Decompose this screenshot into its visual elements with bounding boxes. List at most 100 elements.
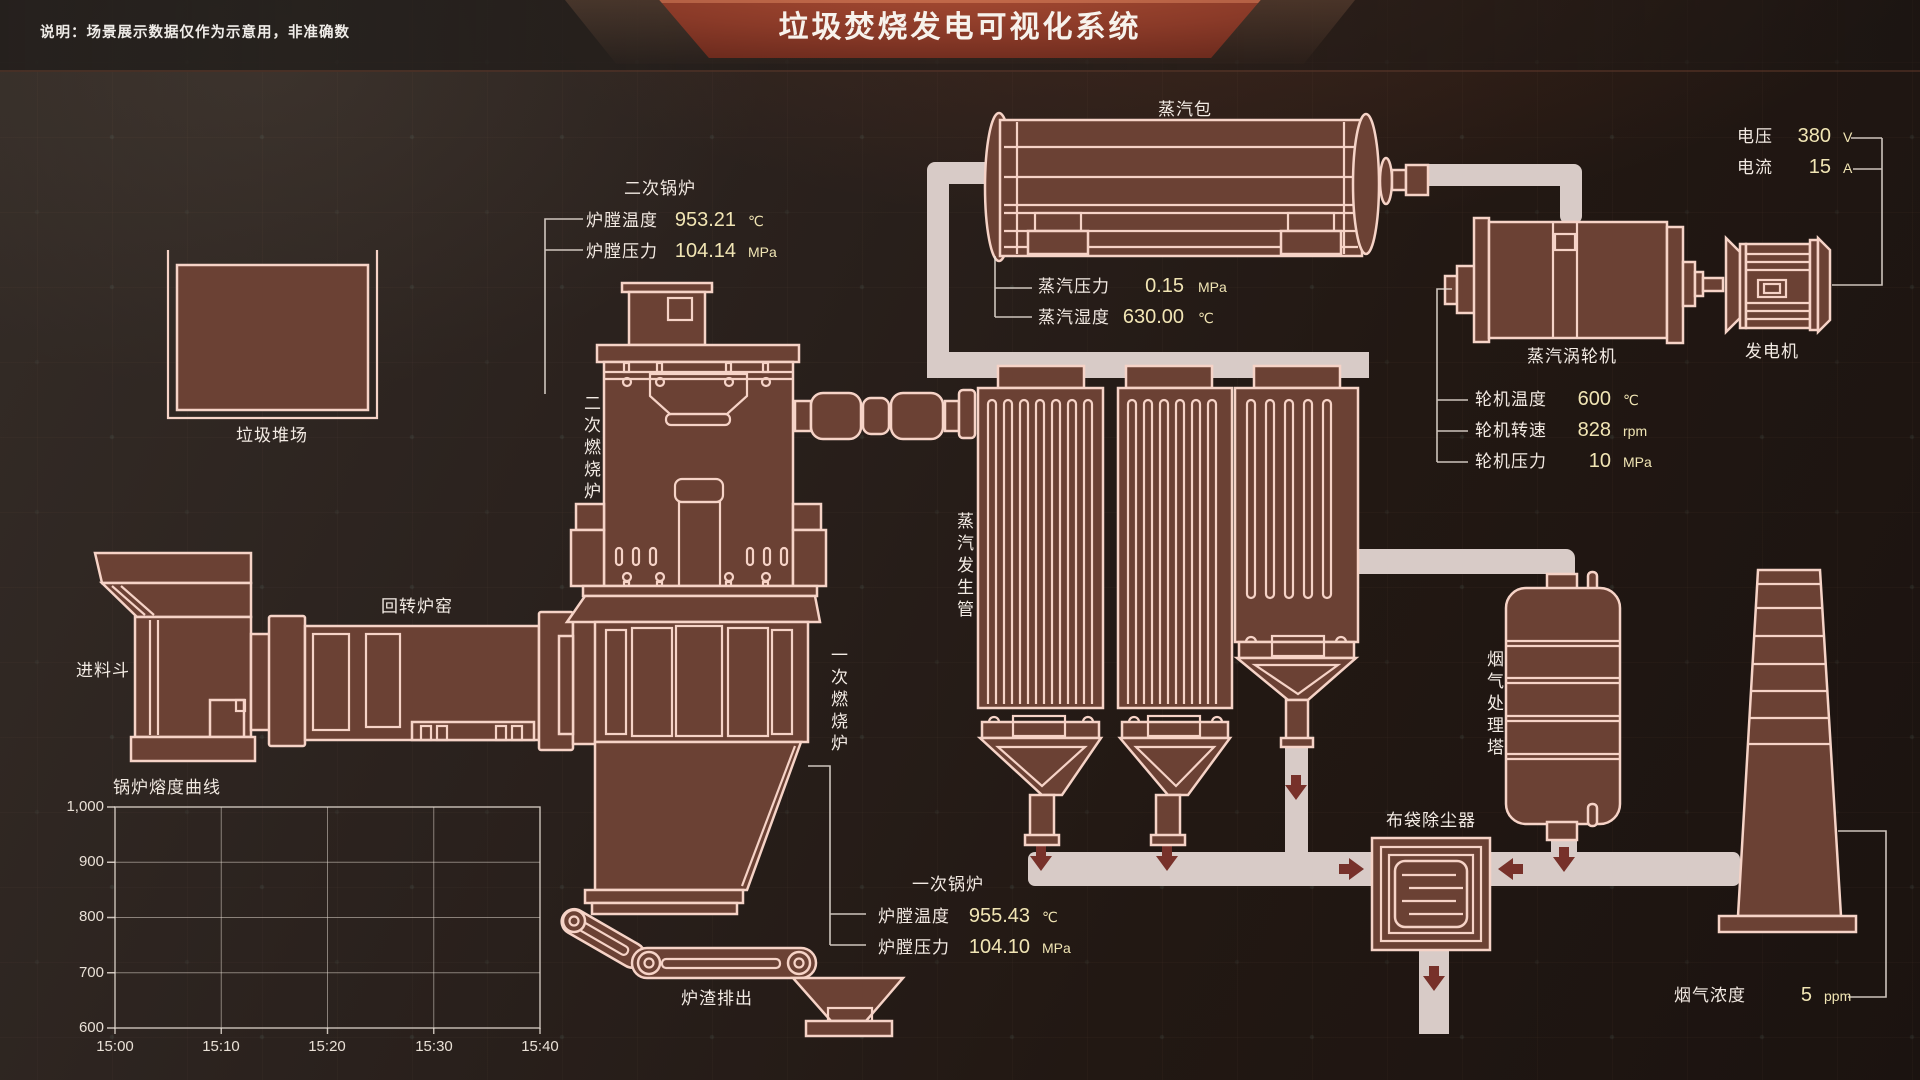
down-arrow-icon	[1030, 846, 1052, 871]
readout-unit: rpm	[1623, 423, 1648, 439]
steam-drum-drawing	[983, 111, 1430, 263]
readout-row: 炉膛压力 104.14 MPa	[586, 237, 777, 268]
readout-label: 轮机转速	[1475, 421, 1547, 440]
bag-filter-label: 布袋除尘器	[1386, 811, 1476, 830]
readout-value: 380	[1797, 125, 1831, 147]
readout-value: 15	[1808, 156, 1831, 178]
left-arrow-icon	[1498, 858, 1523, 880]
x-axis-tick: 15:40	[521, 1038, 559, 1055]
readout-unit: MPa	[1198, 279, 1227, 295]
x-axis-tick: 15:00	[96, 1038, 134, 1055]
y-axis-tick: 900	[78, 853, 104, 870]
secondary-furnace-label: 二次燃烧炉	[581, 394, 600, 504]
readout-label: 炉膛压力	[586, 242, 658, 261]
readout-label: 炉膛压力	[878, 938, 950, 957]
flue-gas-readout: 烟气浓度 5 ppm	[1674, 981, 1851, 1012]
slag-conveyor-drawing	[560, 907, 906, 1038]
readout-title: 一次锅炉	[912, 875, 984, 894]
power-readout: 电压 380 V 电流 15 A	[1737, 122, 1852, 184]
readout-label: 轮机温度	[1475, 390, 1547, 409]
waste-yard-label: 垃圾堆场	[236, 426, 308, 445]
readout-value: 953.21	[674, 209, 736, 231]
readout-unit: V	[1843, 129, 1853, 145]
readout-row: 轮机温度 600 ℃	[1475, 385, 1652, 416]
x-axis-tick: 15:10	[202, 1038, 240, 1055]
readout-value: 104.14	[674, 240, 736, 262]
readout-unit: ℃	[748, 213, 764, 229]
readout-label: 电流	[1737, 158, 1773, 177]
readout-value: 104.10	[968, 936, 1030, 958]
readout-row: 轮机压力 10 MPa	[1475, 447, 1652, 478]
readout-label: 炉膛温度	[586, 211, 658, 230]
readout-row: 蒸汽湿度 630.00 ℃	[1038, 303, 1227, 334]
readout-label: 电压	[1737, 127, 1773, 146]
feed-hopper-label: 进料斗	[76, 661, 130, 680]
readout-title: 二次锅炉	[624, 179, 696, 198]
readout-unit: MPa	[1623, 454, 1652, 470]
page-title: 垃圾焚烧发电可视化系统	[778, 11, 1142, 44]
readout-value: 600	[1577, 388, 1611, 410]
turbine-readout: 轮机温度 600 ℃ 轮机转速 828 rpm 轮机压力 10 MPa	[1475, 385, 1652, 478]
steam-tubes-drawing	[976, 364, 1360, 847]
readout-unit: MPa	[748, 244, 777, 260]
y-axis-tick: 600	[78, 1019, 104, 1036]
readout-unit: A	[1843, 160, 1853, 176]
down-arrow-icon	[1156, 846, 1178, 871]
waste-yard-drawing	[166, 250, 379, 420]
bellows-duct-drawing	[793, 388, 977, 441]
y-axis-tick: 800	[78, 908, 104, 925]
generator-label: 发电机	[1745, 342, 1799, 361]
gas-tower-label: 烟气处理塔	[1484, 650, 1503, 760]
disclaimer-note: 说明：场景展示数据仅作为示意用，非准确数	[40, 25, 350, 41]
readout-row: 电压 380 V	[1737, 122, 1852, 153]
readout-value: 828	[1577, 419, 1611, 441]
readout-label: 蒸汽湿度	[1038, 308, 1110, 327]
down-arrow-icon	[1553, 847, 1575, 872]
rotary-kiln-label: 回转炉窑	[381, 597, 453, 616]
readout-label: 烟气浓度	[1674, 986, 1746, 1005]
readout-row: 电流 15 A	[1737, 153, 1852, 184]
gas-tower-drawing	[1504, 570, 1622, 842]
readout-label: 轮机压力	[1475, 452, 1547, 471]
readout-label: 炉膛温度	[878, 907, 950, 926]
steam-drum-label: 蒸汽包	[1158, 100, 1212, 119]
readout-unit: ℃	[1042, 909, 1058, 925]
readout-unit: MPa	[1042, 940, 1071, 956]
readout-row: 蒸汽压力 0.15 MPa	[1038, 272, 1227, 303]
secondary-boiler-readout: 二次锅炉 炉膛温度 953.21 ℃ 炉膛压力 104.14 MPa	[586, 174, 777, 268]
x-axis-tick: 15:30	[415, 1038, 453, 1055]
readout-unit: ℃	[1623, 392, 1639, 408]
right-arrow-icon	[1339, 858, 1364, 880]
readout-row: 炉膛温度 955.43 ℃	[878, 902, 1071, 933]
readout-row: 炉膛压力 104.10 MPa	[878, 933, 1071, 964]
readout-value: 630.00	[1122, 306, 1184, 328]
chimney-drawing	[1717, 568, 1858, 934]
steam-drum-readout: 蒸汽压力 0.15 MPa 蒸汽湿度 630.00 ℃	[1038, 272, 1227, 334]
turbine-label: 蒸汽涡轮机	[1527, 347, 1617, 366]
primary-furnace-drawing	[557, 594, 822, 916]
primary-boiler-readout: 一次锅炉 炉膛温度 955.43 ℃ 炉膛压力 104.10 MPa	[878, 870, 1071, 964]
y-axis-tick: 700	[78, 964, 104, 981]
readout-unit: ppm	[1824, 988, 1852, 1004]
secondary-furnace-drawing	[569, 281, 828, 598]
feed-hopper-drawing	[93, 551, 257, 763]
readout-value: 5	[1800, 984, 1812, 1006]
bag-filter-drawing	[1370, 836, 1492, 952]
flow-arrows	[1030, 775, 1575, 991]
generator-drawing	[1724, 234, 1832, 336]
down-arrow-icon	[1423, 966, 1445, 991]
chart-title: 锅炉熔度曲线	[113, 778, 221, 797]
readout-unit: ℃	[1198, 310, 1214, 326]
turbine-drawing	[1443, 216, 1725, 345]
primary-furnace-label: 一次燃烧炉	[828, 646, 847, 756]
readout-label: 蒸汽压力	[1038, 277, 1110, 296]
chart-grid	[107, 806, 541, 1034]
readout-row: 轮机转速 828 rpm	[1475, 416, 1652, 447]
slag-discharge-label: 炉渣排出	[681, 989, 753, 1008]
down-arrow-icon	[1285, 775, 1307, 800]
readout-value: 955.43	[968, 905, 1030, 927]
rotary-kiln-drawing	[249, 610, 603, 752]
title-banner: 垃圾焚烧发电可视化系统	[659, 0, 1261, 58]
